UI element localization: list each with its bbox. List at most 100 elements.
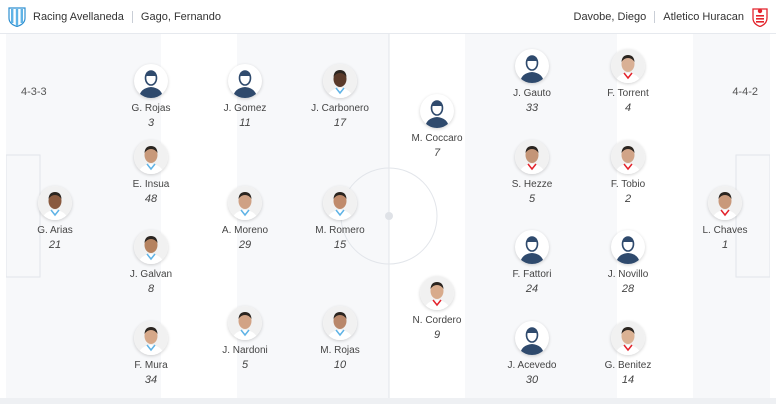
player-card[interactable]: M. Rojas 10 bbox=[295, 306, 385, 371]
lineup-header: Racing Avellaneda Gago, Fernando Davobe,… bbox=[0, 0, 776, 34]
player-number: 21 bbox=[48, 239, 62, 251]
player-name[interactable]: L. Chaves bbox=[702, 225, 748, 236]
player-name[interactable]: G. Rojas bbox=[131, 103, 171, 114]
player-photo[interactable] bbox=[611, 321, 645, 355]
pitch-stripe bbox=[389, 34, 465, 398]
player-name[interactable]: J. Carbonero bbox=[311, 103, 369, 114]
player-number: 3 bbox=[147, 117, 155, 129]
player-card[interactable]: J. Nardoni 5 bbox=[200, 306, 290, 371]
player-photo[interactable] bbox=[611, 49, 645, 83]
player-card[interactable]: J. Acevedo 30 bbox=[487, 321, 577, 386]
home-team-info[interactable]: Racing Avellaneda Gago, Fernando bbox=[8, 0, 221, 34]
player-number: 17 bbox=[333, 117, 347, 129]
player-name[interactable]: M. Coccaro bbox=[411, 133, 463, 144]
player-name[interactable]: N. Cordero bbox=[412, 315, 462, 326]
player-number: 7 bbox=[433, 147, 441, 159]
player-card[interactable]: J. Gomez 11 bbox=[200, 64, 290, 129]
away-formation: 4-4-2 bbox=[732, 86, 758, 98]
player-name[interactable]: F. Torrent bbox=[607, 88, 649, 99]
player-name[interactable]: M. Romero bbox=[315, 225, 365, 236]
player-number: 8 bbox=[147, 283, 155, 295]
player-placeholder-icon[interactable] bbox=[515, 321, 549, 355]
player-number: 4 bbox=[624, 102, 632, 114]
player-placeholder-icon[interactable] bbox=[228, 64, 262, 98]
away-team-name[interactable]: Atletico Huracan bbox=[663, 11, 744, 23]
player-name[interactable]: G. Arias bbox=[37, 225, 73, 236]
player-card[interactable]: F. Fattori 24 bbox=[487, 230, 577, 295]
player-number: 5 bbox=[528, 193, 536, 205]
player-photo[interactable] bbox=[134, 230, 168, 264]
home-formation: 4-3-3 bbox=[21, 86, 47, 98]
header-divider bbox=[131, 11, 133, 23]
player-name[interactable]: J. Nardoni bbox=[222, 345, 268, 356]
player-number: 2 bbox=[624, 193, 632, 205]
player-number: 14 bbox=[621, 374, 635, 386]
player-name[interactable]: F. Tobio bbox=[610, 179, 646, 190]
player-placeholder-icon[interactable] bbox=[515, 230, 549, 264]
player-card[interactable]: G. Rojas 3 bbox=[106, 64, 196, 129]
player-card[interactable]: J. Novillo 28 bbox=[583, 230, 673, 295]
player-placeholder-icon[interactable] bbox=[134, 64, 168, 98]
player-name[interactable]: F. Fattori bbox=[512, 269, 552, 280]
racing-club-logo bbox=[8, 7, 26, 27]
footer-divider bbox=[0, 398, 776, 404]
player-name[interactable]: A. Moreno bbox=[221, 225, 269, 236]
player-name[interactable]: G. Benitez bbox=[604, 360, 652, 371]
player-placeholder-icon[interactable] bbox=[611, 230, 645, 264]
player-photo[interactable] bbox=[708, 186, 742, 220]
player-placeholder-icon[interactable] bbox=[420, 94, 454, 128]
player-number: 29 bbox=[238, 239, 252, 251]
player-name[interactable]: F. Mura bbox=[134, 360, 168, 371]
player-number: 9 bbox=[433, 329, 441, 341]
player-photo[interactable] bbox=[323, 186, 357, 220]
player-number: 24 bbox=[525, 283, 539, 295]
player-number: 1 bbox=[721, 239, 729, 251]
pitch-stripe bbox=[161, 34, 237, 398]
player-name[interactable]: J. Galvan bbox=[129, 269, 173, 280]
player-name[interactable]: S. Hezze bbox=[511, 179, 553, 190]
player-card[interactable]: J. Carbonero 17 bbox=[295, 64, 385, 129]
player-name[interactable]: E. Insua bbox=[132, 179, 170, 190]
player-number: 33 bbox=[525, 102, 539, 114]
player-card[interactable]: G. Benitez 14 bbox=[583, 321, 673, 386]
player-card[interactable]: J. Gauto 33 bbox=[487, 49, 577, 114]
player-card[interactable]: S. Hezze 5 bbox=[487, 140, 577, 205]
player-number: 11 bbox=[239, 117, 251, 129]
player-number: 5 bbox=[241, 359, 249, 371]
player-photo[interactable] bbox=[228, 306, 262, 340]
player-name[interactable]: M. Rojas bbox=[320, 345, 360, 356]
player-name[interactable]: J. Gomez bbox=[223, 103, 267, 114]
player-name[interactable]: J. Novillo bbox=[607, 269, 649, 280]
player-card[interactable]: J. Galvan 8 bbox=[106, 230, 196, 295]
player-card[interactable]: A. Moreno 29 bbox=[200, 186, 290, 251]
away-team-info[interactable]: Davobe, Diego Atletico Huracan bbox=[574, 0, 769, 34]
player-photo[interactable] bbox=[515, 140, 549, 174]
player-name[interactable]: J. Gauto bbox=[513, 88, 551, 99]
home-coach-name: Gago, Fernando bbox=[140, 11, 222, 23]
home-team-name[interactable]: Racing Avellaneda bbox=[33, 11, 124, 23]
player-card[interactable]: N. Cordero 9 bbox=[392, 276, 482, 341]
player-number: 28 bbox=[621, 283, 635, 295]
player-card[interactable]: G. Arias 21 bbox=[10, 186, 100, 251]
huracan-logo bbox=[752, 7, 768, 27]
player-photo[interactable] bbox=[134, 321, 168, 355]
player-card[interactable]: L. Chaves 1 bbox=[680, 186, 770, 251]
player-photo[interactable] bbox=[134, 140, 168, 174]
player-name[interactable]: J. Acevedo bbox=[507, 360, 557, 371]
player-card[interactable]: F. Torrent 4 bbox=[583, 49, 673, 114]
player-photo[interactable] bbox=[228, 186, 262, 220]
player-photo[interactable] bbox=[420, 276, 454, 310]
player-photo[interactable] bbox=[323, 64, 357, 98]
player-photo[interactable] bbox=[38, 186, 72, 220]
player-placeholder-icon[interactable] bbox=[515, 49, 549, 83]
player-photo[interactable] bbox=[611, 140, 645, 174]
player-number: 10 bbox=[333, 359, 347, 371]
player-card[interactable]: M. Coccaro 7 bbox=[392, 94, 482, 159]
player-number: 30 bbox=[525, 374, 539, 386]
player-photo[interactable] bbox=[323, 306, 357, 340]
player-card[interactable]: F. Tobio 2 bbox=[583, 140, 673, 205]
